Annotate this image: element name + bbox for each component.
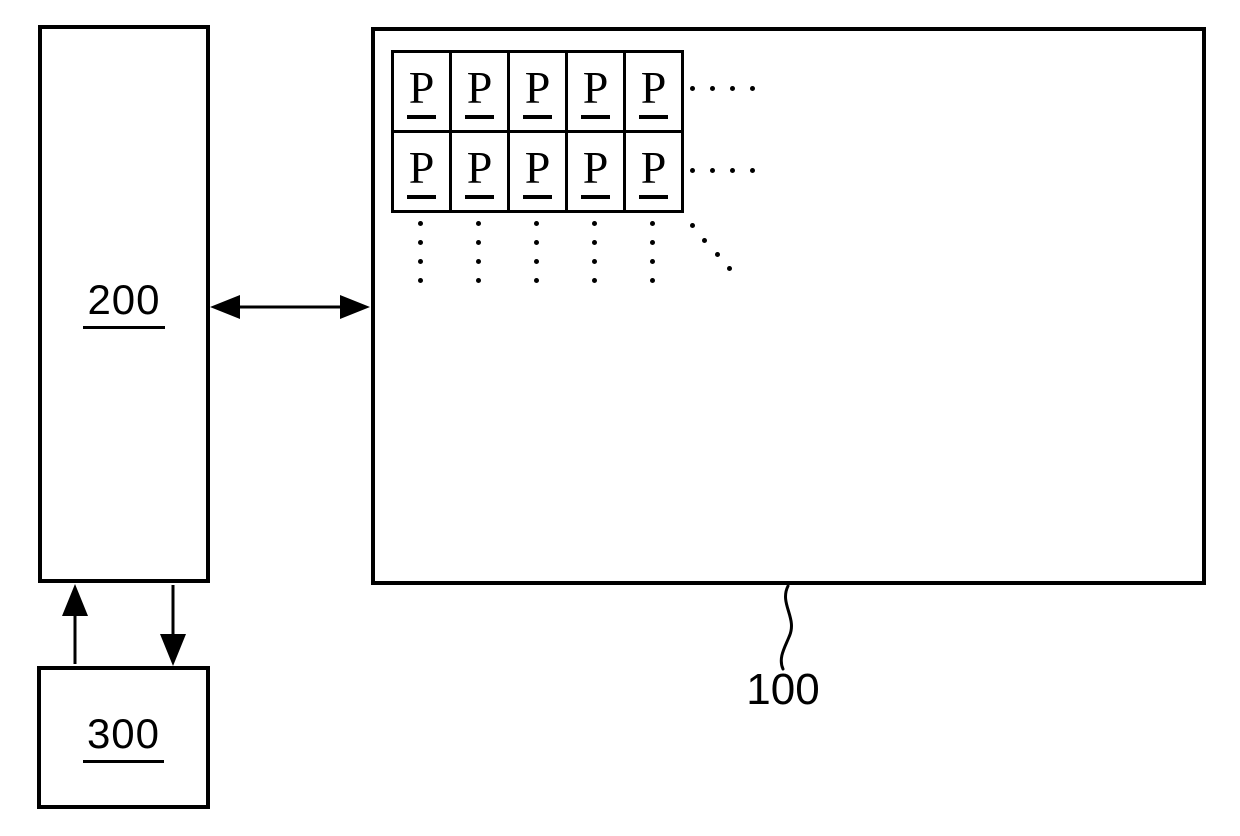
pixel-cell-label: P: [522, 64, 553, 119]
column-ellipsis-3: [534, 221, 539, 283]
column-ellipsis-4: [592, 221, 597, 283]
pixel-cell: P: [452, 53, 507, 130]
column-ellipsis-1: [418, 221, 423, 283]
pixel-cell-label: P: [522, 144, 553, 199]
pixel-cell-label: P: [406, 64, 437, 119]
row-ellipsis-1: [690, 86, 755, 91]
diagonal-ellipsis-dot: [690, 223, 695, 228]
pixel-cell-label: P: [580, 144, 611, 199]
column-ellipsis-5: [650, 221, 655, 283]
pixel-cell-label: P: [464, 64, 495, 119]
pixel-cell: P: [626, 53, 681, 130]
arrow-200-100: [210, 295, 370, 319]
block-200: 200: [38, 25, 210, 583]
pixel-cell: P: [452, 133, 507, 210]
pixel-cell: P: [394, 133, 449, 210]
pixel-cell-label: P: [638, 64, 669, 119]
pixel-cell: P: [510, 133, 565, 210]
block-300: 300: [37, 666, 210, 809]
arrow-200-to-300: [160, 585, 186, 666]
pixel-cell-label: P: [580, 64, 611, 119]
pixel-grid: P P P P P P P P P P: [391, 50, 684, 213]
pixel-cell: P: [394, 53, 449, 130]
pixel-cell-label: P: [464, 144, 495, 199]
diagonal-ellipsis-dot: [715, 252, 720, 257]
diagonal-ellipsis-dot: [702, 238, 707, 243]
block-300-label: 300: [82, 712, 165, 763]
pixel-cell: P: [568, 133, 623, 210]
arrow-300-to-200: [62, 584, 88, 664]
column-ellipsis-2: [476, 221, 481, 283]
block-200-label: 200: [83, 279, 165, 329]
row-ellipsis-2: [690, 168, 755, 173]
diagonal-ellipsis-dot: [727, 266, 732, 271]
pixel-cell: P: [626, 133, 681, 210]
pixel-cell-label: P: [638, 144, 669, 199]
pixel-cell-label: P: [406, 144, 437, 199]
block-100-label: 100: [746, 665, 820, 714]
pixel-cell: P: [568, 53, 623, 130]
pixel-cell: P: [510, 53, 565, 130]
lead-line-100: [779, 584, 793, 671]
